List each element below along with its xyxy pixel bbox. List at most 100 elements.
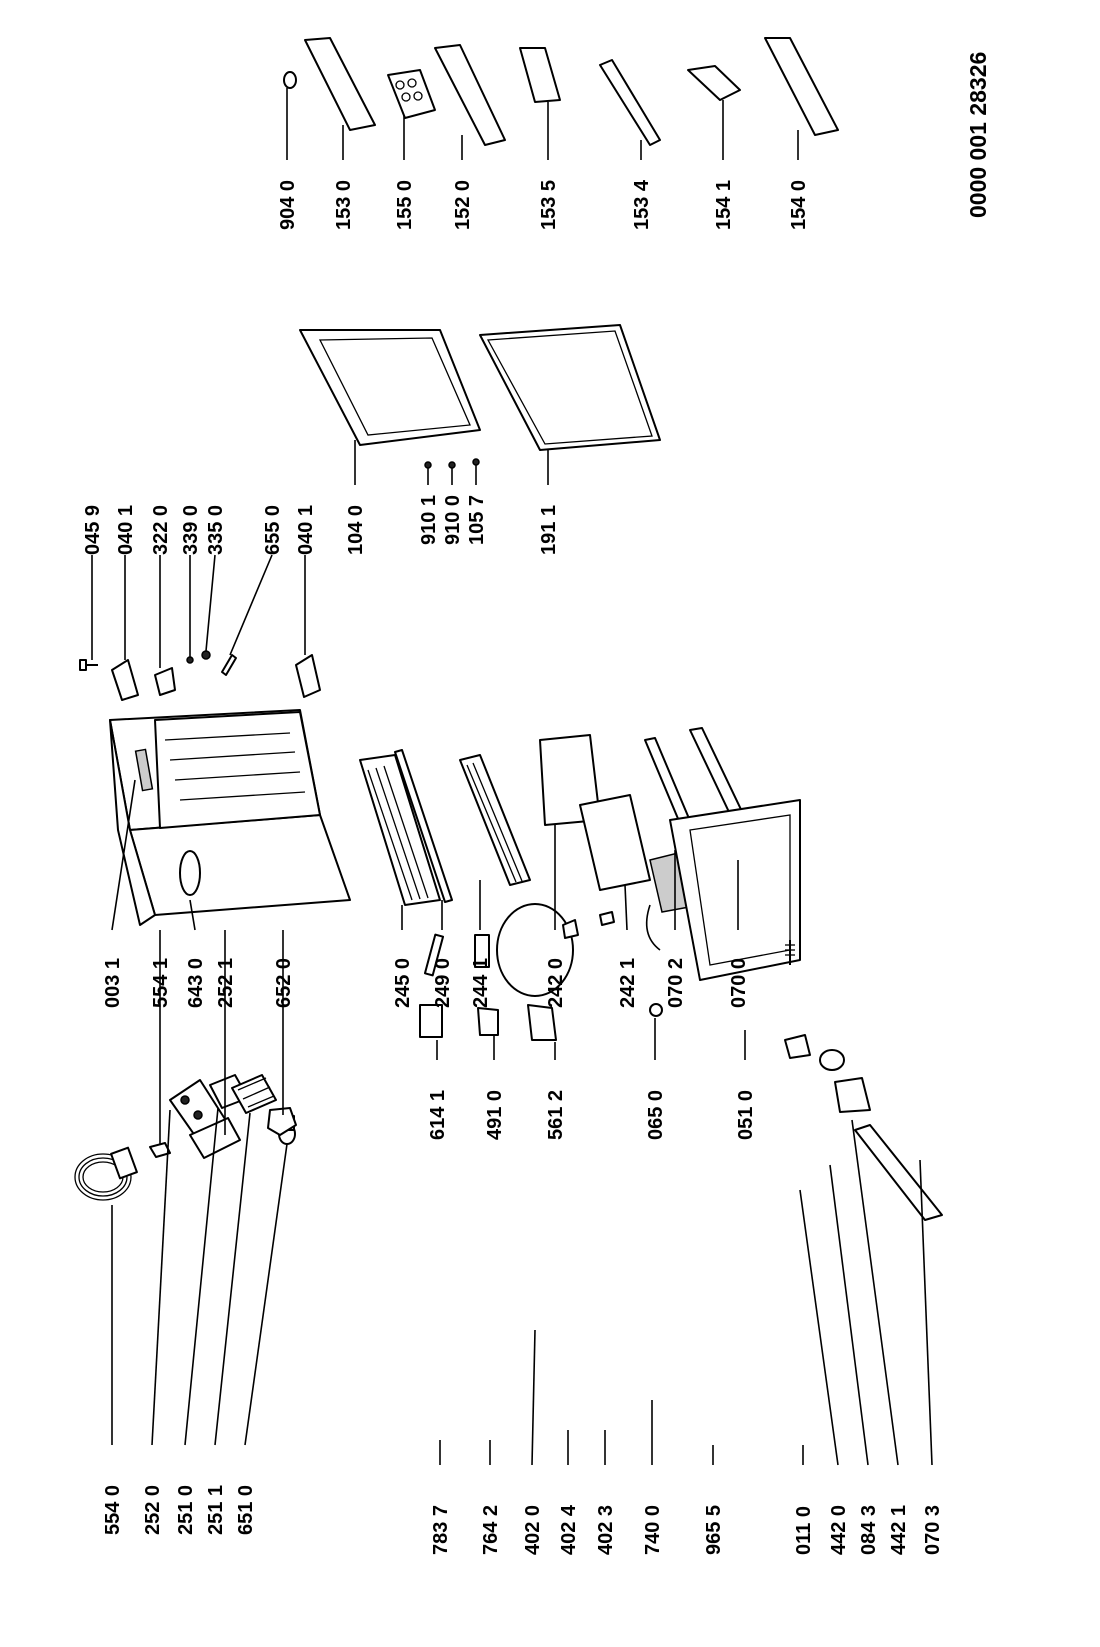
label-4020: 402 0	[522, 1505, 544, 1555]
label-1057: 105 7	[466, 495, 488, 545]
part-1040-drawing	[299, 329, 481, 446]
part-4024-drawing	[562, 919, 579, 939]
label-4023: 402 3	[595, 1505, 617, 1555]
part-4020-drawing	[496, 903, 574, 997]
label-2520: 252 0	[142, 1485, 164, 1535]
label-1535: 153 5	[538, 180, 560, 230]
label-6520: 652 0	[273, 958, 295, 1008]
label-0459: 045 9	[82, 505, 104, 555]
label-2450: 245 0	[392, 958, 414, 1008]
label-4024: 402 4	[558, 1504, 580, 1555]
part-4421-drawing	[834, 1077, 871, 1113]
label-1040: 104 0	[345, 505, 367, 555]
part-3390-drawing	[186, 656, 194, 664]
label-0700: 070 0	[728, 958, 750, 1008]
label-9100: 910 0	[442, 495, 464, 545]
label-3390: 339 0	[180, 505, 202, 555]
label-2521: 252 1	[215, 958, 237, 1008]
part-4023-drawing	[599, 911, 615, 926]
part-0110-drawing	[785, 940, 795, 965]
part-1534-drawing	[599, 59, 661, 146]
label-4420: 442 0	[828, 1505, 850, 1555]
label-6510: 651 0	[235, 1485, 257, 1535]
label-0510: 051 0	[735, 1090, 757, 1140]
part-4420-drawing	[784, 1034, 811, 1059]
part-2441-drawing	[459, 754, 531, 886]
part-0401b-drawing	[295, 654, 321, 698]
part-0843-drawing	[819, 1049, 845, 1071]
label-7642: 764 2	[480, 1505, 502, 1555]
label-1911: 191 1	[538, 505, 560, 555]
part-5540-drawing	[74, 1146, 138, 1201]
label-0703: 070 3	[922, 1505, 944, 1555]
label-2490: 249 0	[432, 958, 454, 1008]
part-6141-drawing	[419, 1004, 443, 1038]
part-labels: 904 0 153 0 155 0 152 0 153 5 153 4 154 …	[82, 52, 991, 1555]
label-0401a: 040 1	[115, 505, 137, 555]
part-0459-drawing	[79, 659, 98, 671]
part-6550-drawing	[221, 654, 237, 676]
label-2511: 251 1	[205, 1485, 227, 1535]
part-2490-drawing	[394, 749, 453, 903]
label-5612: 561 2	[545, 1090, 567, 1140]
part-3350-drawing	[201, 650, 211, 660]
part-0703-drawing	[854, 1124, 943, 1221]
label-4421: 442 1	[888, 1505, 910, 1555]
part-1520-drawing	[434, 44, 506, 146]
label-0110: 011 0	[793, 1506, 815, 1555]
label-1520: 152 0	[452, 180, 474, 230]
part-0510-drawing	[669, 799, 801, 981]
cabinet-drawing	[109, 709, 351, 926]
label-1541: 154 1	[713, 180, 735, 230]
part-6520-drawing	[267, 1107, 297, 1136]
part-7837-drawing	[423, 933, 445, 977]
label-2420: 242 0	[545, 958, 567, 1008]
part-1530-drawing	[304, 37, 376, 131]
part-5612-drawing	[527, 1004, 557, 1041]
part-1550-drawing	[387, 69, 436, 119]
part-9101-drawing	[424, 461, 432, 469]
part-2421-drawing	[579, 794, 651, 891]
part-2511-drawing	[231, 1074, 277, 1114]
part-0650-drawing	[649, 1003, 663, 1017]
label-5540: 554 0	[102, 1485, 124, 1535]
label-1534: 153 4	[631, 179, 653, 230]
label-0843: 084 3	[858, 1505, 880, 1555]
leader-lines	[91, 88, 933, 1466]
label-0650: 065 0	[645, 1090, 667, 1140]
label-5541: 554 1	[150, 958, 172, 1008]
part-0401a-drawing	[111, 659, 139, 701]
part-4910-drawing	[477, 1007, 499, 1036]
label-7400: 740 0	[642, 1505, 664, 1555]
label-0401b: 040 1	[295, 505, 317, 555]
label-7837: 783 7	[430, 1505, 452, 1555]
label-2421: 242 1	[617, 958, 639, 1008]
label-3350: 335 0	[205, 505, 227, 555]
label-4910: 491 0	[484, 1090, 506, 1140]
label-1550: 155 0	[394, 180, 416, 230]
part-1535-drawing	[519, 47, 561, 103]
document-number: 0000 001 28326	[965, 52, 991, 218]
part-9100-drawing	[448, 461, 456, 469]
label-6141: 614 1	[427, 1090, 449, 1140]
label-2510: 251 0	[175, 1485, 197, 1535]
label-0031: 003 1	[102, 958, 124, 1008]
label-6550: 655 0	[262, 505, 284, 555]
label-9101: 910 1	[418, 495, 440, 545]
part-1541-drawing	[687, 65, 741, 101]
part-7642-drawing	[474, 934, 490, 968]
part-2450-drawing	[359, 754, 441, 906]
label-1540: 154 0	[788, 180, 810, 230]
label-1530: 153 0	[333, 180, 355, 230]
label-6430: 643 0	[185, 958, 207, 1008]
label-9655: 965 5	[703, 1505, 725, 1555]
label-9040: 904 0	[277, 180, 299, 230]
part-9040-drawing	[283, 71, 297, 89]
part-1057-drawing	[472, 458, 480, 466]
part-1911-drawing	[479, 324, 661, 451]
part-1540-drawing	[764, 37, 839, 136]
label-2441: 244 1	[470, 958, 492, 1008]
label-0702: 070 2	[665, 958, 687, 1008]
part-3220-drawing	[154, 667, 176, 696]
label-3220: 322 0	[150, 505, 172, 555]
